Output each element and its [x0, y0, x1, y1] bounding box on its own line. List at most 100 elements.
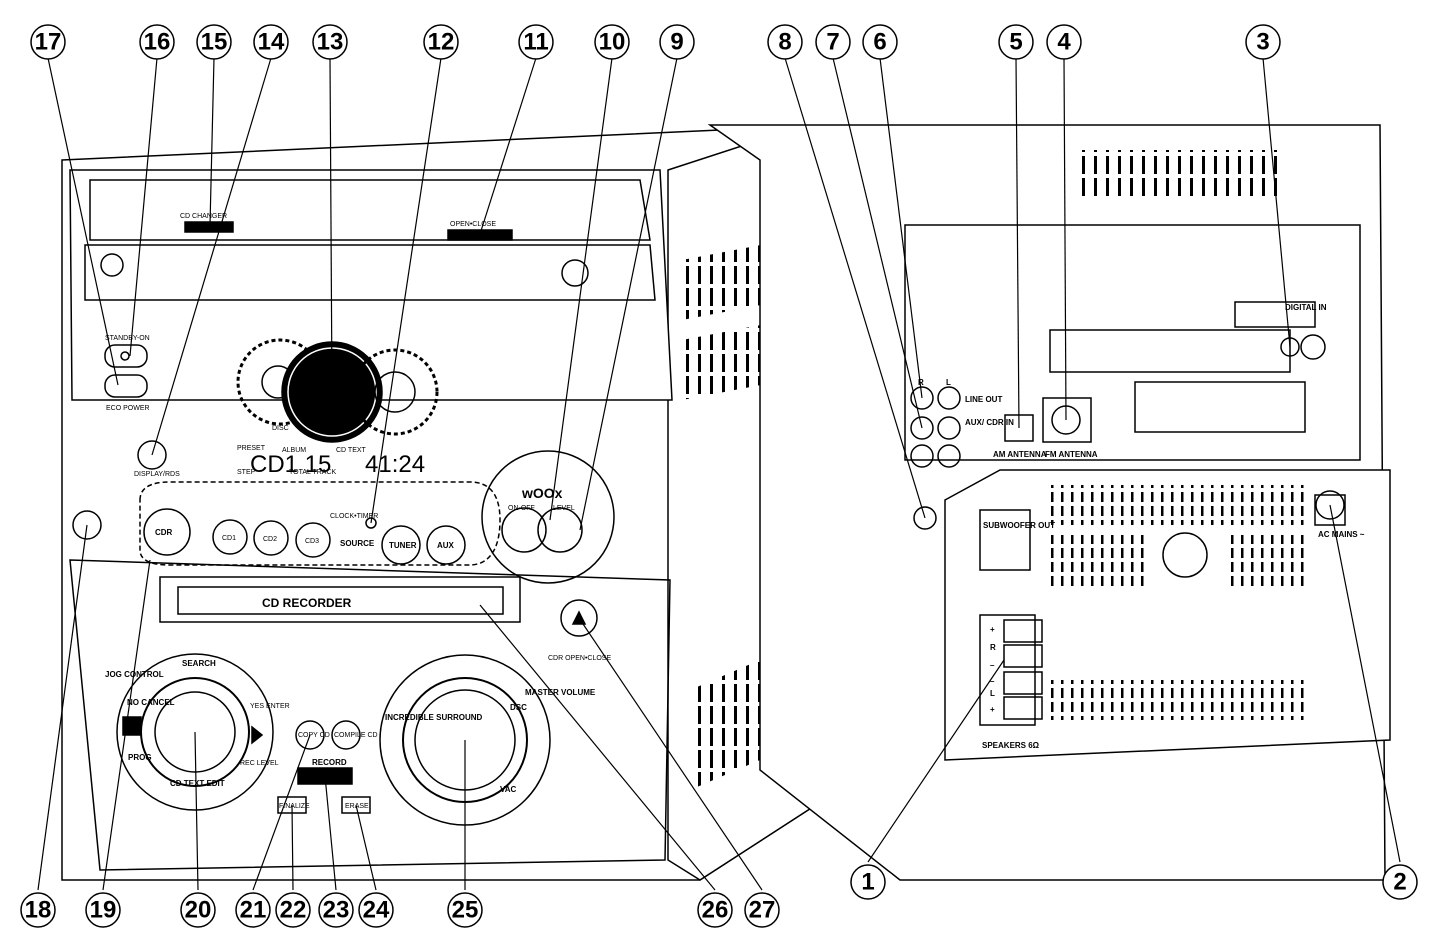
r-speaker-label: R: [990, 643, 996, 652]
woox-level-knob[interactable]: [537, 507, 583, 553]
source-label: SOURCE: [340, 539, 375, 548]
cdr-open-close-label: CDR OPEN•CLOSE: [548, 655, 611, 662]
cd2-label: CD2: [263, 536, 277, 543]
speaker-l-plus-terminal[interactable]: [1003, 696, 1043, 720]
cdr-button[interactable]: [143, 508, 191, 556]
standby-on-button[interactable]: [104, 344, 148, 368]
cd3-button[interactable]: [295, 522, 331, 558]
woox-on-off-button[interactable]: [501, 507, 547, 553]
search-label: SEARCH: [182, 659, 216, 668]
cd-changer-slot[interactable]: [184, 221, 234, 233]
digital-in-jack[interactable]: [1280, 337, 1300, 357]
front-unit: [61, 129, 871, 881]
subwoofer-out-jack[interactable]: [913, 506, 937, 530]
display-rds-button[interactable]: [137, 440, 167, 470]
display-main: CD1 15: [250, 451, 331, 478]
l-label: L: [946, 378, 951, 387]
total-track-label: TOTAL TRACK: [289, 469, 337, 476]
callout-16: 16: [144, 29, 171, 56]
speaker-l-minus-terminal[interactable]: [1003, 671, 1043, 695]
play-pause-icon: [251, 725, 264, 745]
cd-recorder-tray[interactable]: [177, 586, 504, 615]
on-off-label: ON-OFF: [508, 505, 535, 512]
callout-25: 25: [452, 897, 479, 924]
callout-17: 17: [35, 29, 62, 56]
speaker-r-minus-terminal[interactable]: [1003, 644, 1043, 668]
copy-cd-button[interactable]: [295, 720, 325, 750]
fm-antenna-label: FM ANTENNA: [1045, 450, 1098, 459]
cd-text-label: CD TEXT: [336, 447, 367, 454]
headphone-jack[interactable]: [72, 510, 102, 540]
disc-label: DISC: [272, 425, 289, 432]
yes-enter-label: YES ENTER: [250, 703, 290, 710]
preset-label: PRESET: [237, 445, 266, 452]
cd3-label: CD3: [305, 538, 319, 545]
woox-label: wOOx: [521, 485, 563, 501]
speaker-r-plus-terminal[interactable]: [1003, 619, 1043, 643]
fm-antenna-socket[interactable]: [1042, 397, 1092, 443]
master-volume-label: MASTER VOLUME: [525, 688, 596, 697]
callouts: 17 16 15 14 13 12 11 10 9 8 7 6 5 4 3 1 …: [20, 24, 1418, 928]
callout-11: 11: [523, 29, 548, 56]
callout-15: 15: [201, 29, 228, 56]
open-close-button[interactable]: [447, 229, 513, 241]
ac-mains-label: AC MAINS ~: [1318, 530, 1365, 539]
callout-26: 26: [702, 897, 729, 924]
cd-text-edit-label: CD TEXT EDIT: [170, 779, 225, 788]
callout-24: 24: [363, 897, 390, 924]
callout-8: 8: [778, 29, 791, 56]
am-antenna-label: AM ANTENNA: [993, 450, 1047, 459]
compile-cd-button[interactable]: [331, 720, 361, 750]
ac-mains-socket[interactable]: [1315, 490, 1345, 520]
aux-in-r-jack[interactable]: [910, 416, 934, 440]
jog-control[interactable]: [116, 653, 274, 811]
compile-cd-label: COMPILE CD: [334, 732, 378, 739]
incredible-surround-label: INCREDIBLE SURROUND: [385, 713, 483, 722]
aux-label: AUX: [437, 541, 455, 550]
r-label: R: [918, 378, 924, 387]
plus-l-label: +: [990, 705, 995, 714]
cd2-button[interactable]: [253, 520, 289, 556]
callout-5: 5: [1009, 29, 1022, 56]
eco-power-button[interactable]: [104, 374, 148, 398]
step-label: STEP: [237, 469, 256, 476]
erase-label: ERASE: [345, 803, 369, 810]
dsc-label: DSC: [510, 703, 527, 712]
erase-button[interactable]: [341, 796, 371, 814]
callout-27: 27: [749, 897, 776, 924]
cdr-open-close-button[interactable]: [560, 599, 598, 637]
line-out-r-jack[interactable]: [910, 386, 934, 410]
cdr-label: CDR: [155, 528, 173, 537]
cd-recorder-label: CD RECORDER: [262, 596, 352, 610]
speaker-terminal-block: [979, 614, 1036, 726]
cd1-label: CD1: [222, 535, 236, 542]
tuner-label: TUNER: [389, 541, 417, 550]
back-labels: DIGITAL IN R L LINE OUT AUX/ CDR IN AM A…: [918, 303, 1365, 750]
callout-18: 18: [25, 897, 52, 924]
rec-level-label: REC LEVEL: [240, 760, 279, 767]
clock-timer-button[interactable]: [365, 517, 377, 529]
finalize-label: FINALIZE: [279, 803, 310, 810]
callout-7: 7: [826, 29, 839, 56]
aux-cdr-in-label: AUX/ CDR IN: [965, 418, 1014, 427]
speakers-label: SPEAKERS 6Ω: [982, 741, 1040, 750]
cd-changer-label: CD CHANGER: [180, 213, 227, 220]
callout-22: 22: [280, 897, 307, 924]
callout-19: 19: [90, 897, 117, 924]
aux-button[interactable]: [426, 525, 466, 565]
cd1-button[interactable]: [212, 519, 248, 555]
callout-4: 4: [1057, 29, 1071, 56]
record-label: RECORD: [312, 758, 347, 767]
back-unit: [707, 124, 1391, 881]
callout-13: 13: [317, 29, 344, 56]
callout-2: 2: [1393, 869, 1406, 896]
jog-control-label: JOG CONTROL: [105, 670, 164, 679]
power-icon: [120, 351, 130, 361]
open-close-label: OPEN•CLOSE: [450, 221, 496, 228]
aux-in-l-jack[interactable]: [937, 416, 961, 440]
tuner-button[interactable]: [381, 525, 421, 565]
callout-21: 21: [240, 897, 267, 924]
display-rds-label: DISPLAY/RDS: [134, 471, 180, 478]
line-out-l-jack[interactable]: [937, 386, 961, 410]
